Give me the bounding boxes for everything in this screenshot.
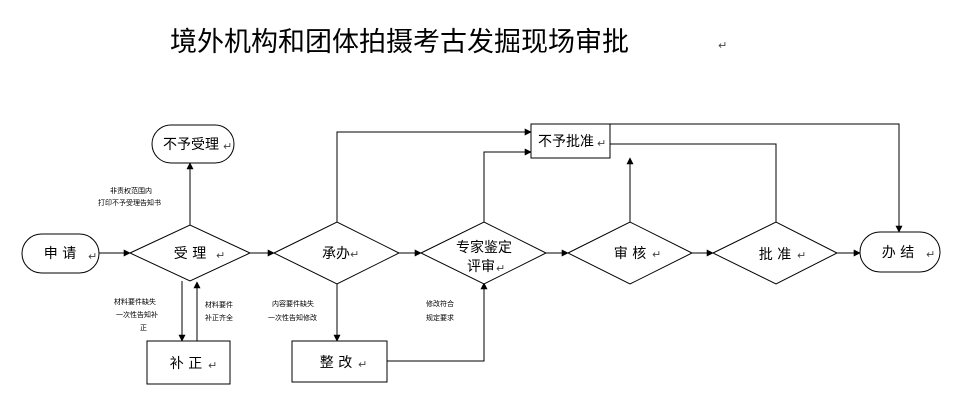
node-undertake-label: 承办 (322, 246, 350, 262)
node-apply: 申 请 ↵ (21, 233, 100, 274)
node-reject-approve-label: 不予批准 (538, 134, 594, 150)
note-content-missing-2: 一次性告知修改 (268, 313, 317, 322)
note-rectified-1: 修改符合 (426, 299, 454, 308)
paragraph-mark: ↵ (926, 248, 935, 261)
node-review-label: 审 核 (614, 246, 646, 262)
paragraph-mark: ↵ (216, 249, 225, 262)
note-incomplete-2: 一次性告知补 (116, 310, 158, 319)
node-rectify-label: 整 改 (320, 355, 352, 371)
paragraph-mark: ↵ (797, 249, 806, 262)
node-accept: 受 理 ↵ (128, 224, 252, 282)
paragraph-mark: ↵ (597, 137, 606, 150)
node-expert-review: 专家鉴定 评审 ↵ (419, 221, 548, 285)
note-content-missing-1: 内容要件缺失 (272, 299, 314, 308)
node-supplement: 补 正 ↵ (146, 340, 231, 385)
paragraph-mark: ↵ (88, 250, 97, 263)
node-approve: 批 准 ↵ (711, 221, 839, 285)
paragraph-mark: ↵ (223, 140, 232, 153)
node-supplement-label: 补 正 (170, 356, 202, 372)
node-reject-accept-label: 不予受理 (163, 137, 219, 153)
note-rectified-2: 规定要求 (426, 313, 454, 322)
annotations: 非责权范围内 打印不予受理告知书 材料要件缺失 一次性告知补 正 材料要件 补正… (98, 186, 454, 332)
note-out-of-scope-1: 非责权范围内 (110, 186, 152, 195)
node-undertake: 承办 ↵ (272, 221, 401, 285)
node-rectify: 整 改 ↵ (291, 340, 388, 383)
node-accept-label: 受 理 (174, 246, 206, 262)
paragraph-mark: ↵ (718, 39, 727, 52)
paragraph-mark: ↵ (496, 262, 505, 275)
paragraph-mark: ↵ (652, 248, 661, 261)
note-out-of-scope-2: 打印不予受理告知书 (98, 198, 161, 207)
node-approve-label: 批 准 (759, 247, 791, 263)
page-title: 境外机构和团体拍摄考古发掘现场审批 (170, 27, 629, 58)
paragraph-mark: ↵ (350, 248, 359, 261)
note-incomplete-1: 材料要件缺失 (114, 297, 156, 306)
node-review: 审 核 ↵ (566, 221, 694, 285)
node-reject-accept: 不予受理 ↵ (151, 124, 235, 164)
node-conclude-label: 办 结 (882, 245, 914, 261)
note-complete-2: 补正齐全 (205, 313, 233, 322)
paragraph-mark: ↵ (208, 359, 217, 372)
node-expert-review-label-2: 评审 (467, 259, 495, 275)
node-expert-review-label-1: 专家鉴定 (456, 239, 512, 256)
node-apply-label: 申 请 (44, 246, 76, 262)
note-complete-1: 材料要件 (205, 300, 233, 309)
connectors (99, 123, 903, 362)
node-reject-approve: 不予批准 ↵ (530, 123, 611, 159)
node-conclude: 办 结 ↵ (859, 231, 941, 273)
note-incomplete-3: 正 (140, 324, 147, 332)
paragraph-mark: ↵ (358, 358, 367, 371)
